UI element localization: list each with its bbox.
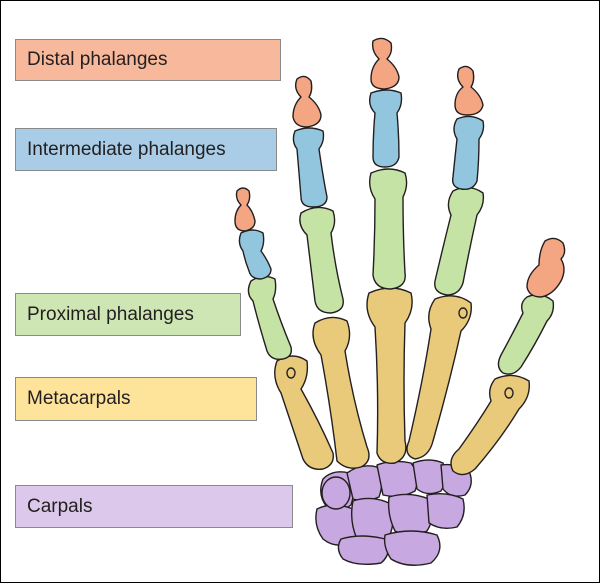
proximal-bone [434, 186, 485, 296]
carpals-bone [321, 476, 351, 510]
metacarpals-bone [286, 367, 296, 379]
intermediate-bone [238, 229, 272, 280]
metacarpals-bone [366, 287, 413, 464]
carpals-bone [426, 492, 465, 530]
label-carpals: Carpals [15, 485, 293, 528]
label-metacarpals: Metacarpals [15, 377, 257, 421]
metacarpals-bone [504, 387, 514, 399]
intermediate-bone [368, 89, 403, 168]
carpals-bone [383, 530, 441, 566]
distal-bone [526, 237, 566, 298]
intermediate-bone [292, 127, 328, 208]
metacarpals-bone [406, 295, 472, 460]
metacarpals-bone [274, 355, 334, 470]
distal-phalanx-bones [234, 37, 566, 298]
carpals-bone [337, 535, 389, 566]
distal-bone [292, 75, 322, 128]
metacarpals-bone [450, 374, 530, 476]
label-proximal-phalanges: Proximal phalanges [15, 293, 241, 336]
intermediate-bone [451, 115, 485, 191]
distal-bone [370, 37, 400, 90]
carpal-bones [315, 459, 472, 566]
proximal-phalanx-bones [247, 168, 555, 375]
distal-bone [234, 187, 256, 232]
metacarpals-bone [458, 307, 468, 319]
proximal-bone [299, 206, 344, 314]
intermediate-phalanx-bones [238, 89, 485, 280]
distal-bone [454, 65, 484, 116]
label-distal-phalanges: Distal phalanges [15, 39, 281, 81]
proximal-bone [247, 275, 293, 361]
proximal-bone [497, 294, 555, 375]
carpals-bone [376, 460, 418, 498]
proximal-bone [368, 168, 408, 290]
label-intermediate-phalanges: Intermediate phalanges [15, 128, 277, 171]
carpals-bone [346, 465, 383, 502]
metacarpals-bone [312, 316, 370, 469]
carpals-bone [387, 493, 434, 536]
metacarpal-bones [274, 287, 530, 476]
